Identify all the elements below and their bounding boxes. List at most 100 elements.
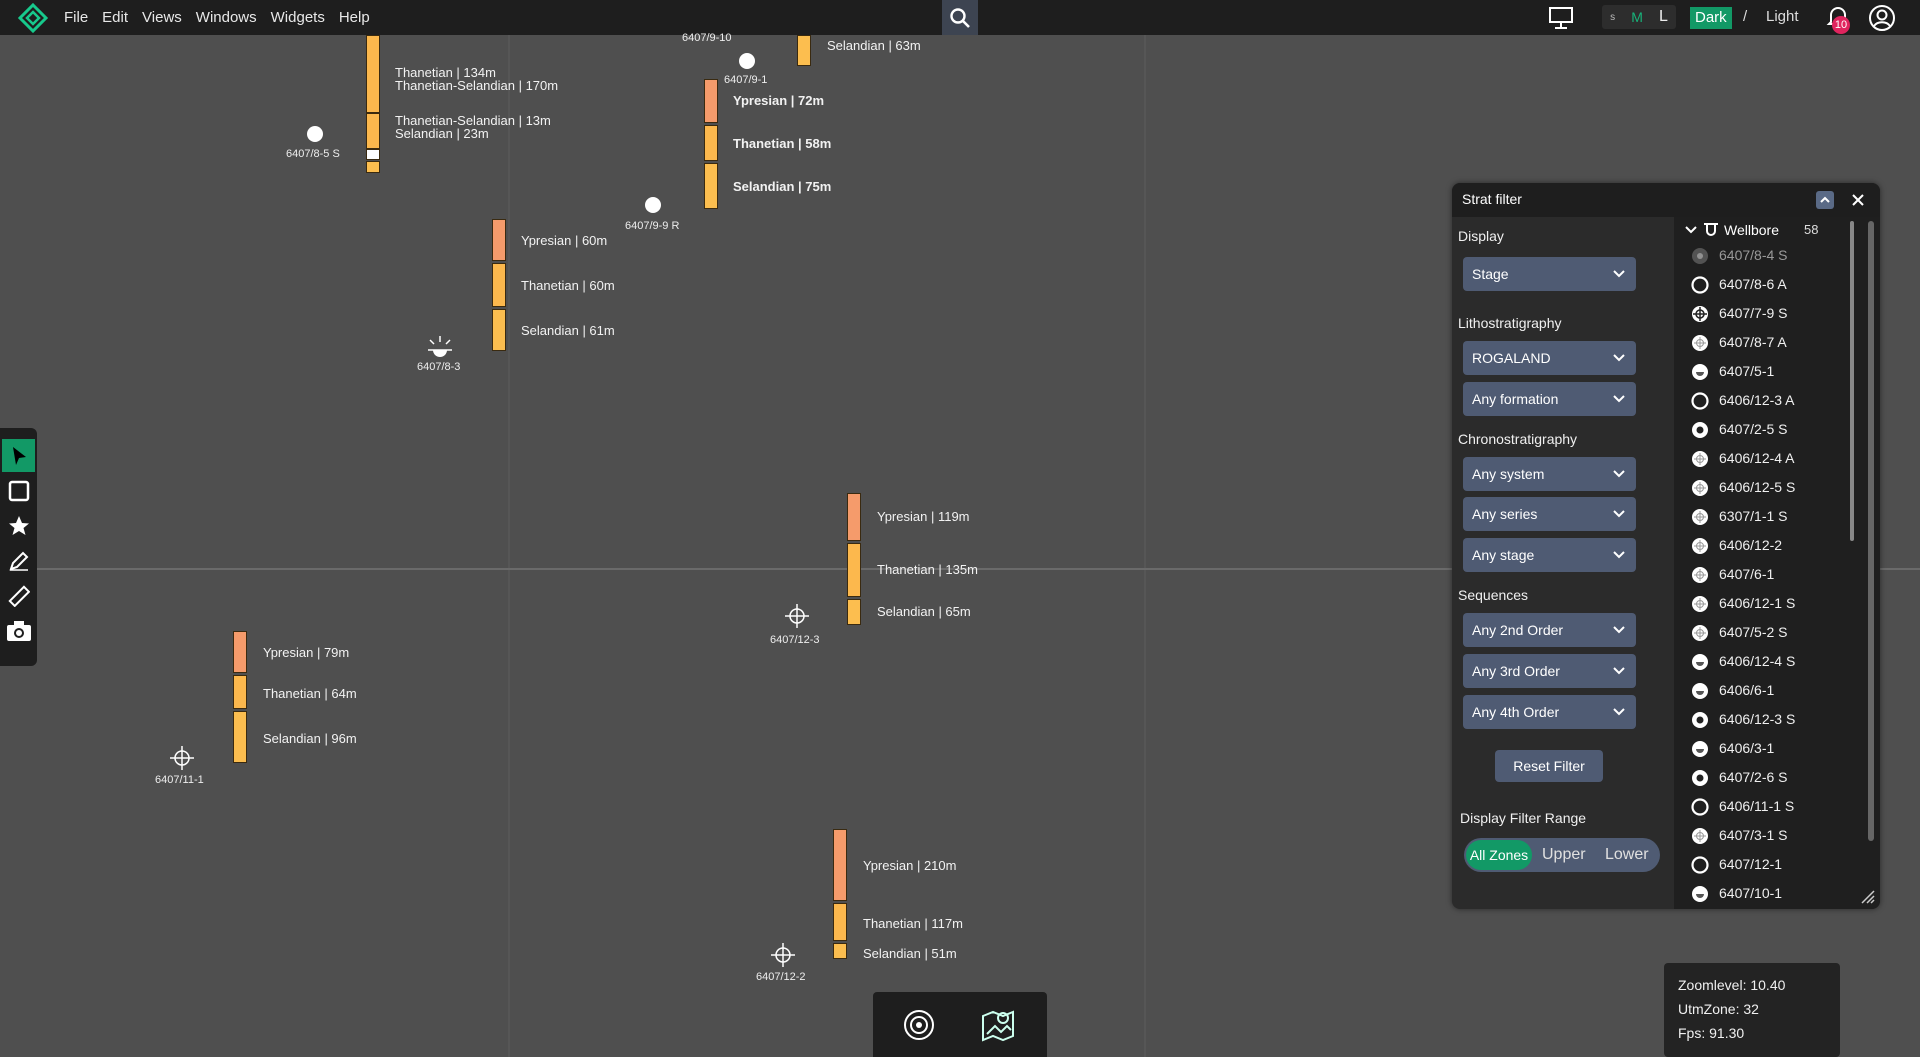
list-item[interactable]: 6407/5-2 S [1686,622,1846,644]
wellbore-list-header[interactable]: Wellbore 58 [1674,217,1844,243]
zone-bar-selandian[interactable] [366,161,380,173]
zone-bar-selandian[interactable] [704,163,718,209]
zone-bar-thanetian-selandian[interactable] [366,149,380,160]
well-symbol-gas-show[interactable] [426,334,454,362]
panel-header[interactable]: Strat filter [1452,183,1880,217]
zone-bar-thanetian[interactable] [366,35,380,113]
app-logo-icon[interactable] [18,3,48,33]
zone-bar-thanetian[interactable] [833,903,847,941]
theme-light-button[interactable]: Light [1766,8,1799,25]
rectangle-tool-button[interactable] [2,474,35,507]
chevron-down-icon [1613,708,1625,716]
well-symbol-oil[interactable] [737,51,757,71]
menu-widgets[interactable]: Widgets [270,9,325,26]
litho-formation-select[interactable]: Any formation [1463,382,1636,416]
list-item[interactable]: 6406/12-2 [1686,535,1846,557]
list-item[interactable]: 6307/1-1 S [1686,506,1846,528]
zone-bar-thanetian[interactable] [233,675,247,709]
well-symbol-dry[interactable] [783,602,811,630]
list-item[interactable]: 6406/12-3 S [1686,709,1846,731]
list-item[interactable]: 6407/2-5 S [1686,419,1846,441]
theme-dark-button[interactable]: Dark [1690,7,1732,29]
select-tool-button[interactable] [2,439,35,472]
list-item[interactable]: 6407/6-1 [1686,564,1846,586]
list-item[interactable]: 6406/12-3 A [1686,390,1846,412]
list-item[interactable]: 6407/2-6 S [1686,767,1846,789]
user-account-icon[interactable] [1868,4,1896,32]
menu-views[interactable]: Views [142,9,182,26]
menu-edit[interactable]: Edit [102,9,129,26]
range-upper-button[interactable]: Upper [1542,846,1586,863]
crosshair-icon [1692,625,1708,641]
list-item[interactable]: 6407/7-9 S [1686,303,1846,325]
measure-tool-button[interactable] [2,579,35,612]
resize-handle-icon[interactable] [1860,889,1876,905]
zone-bar-ypresian[interactable] [833,829,847,901]
zone-bar-ypresian[interactable] [492,219,506,261]
well-symbol-dry[interactable] [769,941,797,969]
close-button[interactable] [1849,191,1867,209]
seq-3rd-order-select[interactable]: Any 3rd Order [1463,654,1636,688]
display-select[interactable]: Stage [1463,257,1636,291]
range-all-zones-button[interactable]: All Zones [1466,840,1532,870]
menu-help[interactable]: Help [338,9,370,26]
zone-bar-ypresian[interactable] [847,493,861,541]
list-item[interactable]: 6407/12-1 [1686,854,1846,876]
zone-bar-selandian[interactable] [797,35,811,66]
chrono-series-select[interactable]: Any series [1463,497,1636,531]
menu-windows[interactable]: Windows [195,9,257,26]
list-item[interactable]: 6406/6-1 [1686,680,1846,702]
seq-4th-order-select[interactable]: Any 4th Order [1463,695,1636,729]
wellbore-list[interactable]: Wellbore 58 6407/8-4 S 6407/8-6 A 6407/7-9… [1674,217,1880,909]
zone-bar-selandian[interactable] [492,309,506,351]
panel-scrollbar[interactable] [1868,221,1874,841]
list-item[interactable]: 6407/5-1 [1686,361,1846,383]
list-item[interactable]: 6407/8-7 A [1686,332,1846,354]
zone-bar-ypresian[interactable] [704,79,718,123]
chrono-stage-select[interactable]: Any stage [1463,538,1636,572]
zone-bar-thanetian[interactable] [704,125,718,161]
gas-icon [1692,886,1708,902]
range-section-label: Display Filter Range [1460,810,1587,826]
list-item[interactable]: 6407/8-4 S [1686,245,1846,267]
seq-2nd-order-select[interactable]: Any 2nd Order [1463,613,1636,647]
well-symbol-oil[interactable] [305,124,325,144]
well-symbol-oil[interactable] [643,195,663,215]
screenshot-tool-button[interactable] [2,614,35,647]
zone-bar-thanetian[interactable] [492,263,506,307]
zone-bar-selandian[interactable] [833,943,847,959]
size-small-button[interactable]: s [1610,11,1616,23]
list-item[interactable]: 6406/3-1 [1686,738,1846,760]
list-item[interactable]: 6407/3-1 S [1686,825,1846,847]
list-item[interactable]: 6407/10-1 [1686,883,1846,905]
zone-bar-selandian[interactable] [233,711,247,763]
list-item[interactable]: 6407/8-6 A [1686,274,1846,296]
size-medium-button[interactable]: M [1631,9,1643,25]
list-item[interactable]: 6406/12-1 S [1686,593,1846,615]
favorite-tool-button[interactable] [2,509,35,542]
list-item[interactable]: 6406/12-4 S [1686,651,1846,673]
range-lower-button[interactable]: Lower [1605,846,1649,863]
zone-bar-thanetian[interactable] [847,543,861,597]
size-large-button[interactable]: L [1659,8,1668,25]
layer-settings-icon[interactable] [901,1008,937,1042]
collapse-button[interactable] [1816,191,1834,209]
reset-filter-button[interactable]: Reset Filter [1495,750,1603,782]
draw-tool-button[interactable] [2,544,35,577]
list-item[interactable]: 6406/12-4 A [1686,448,1846,470]
zone-bar-ypresian[interactable] [233,631,247,673]
wellbore-scrollbar[interactable] [1850,221,1854,541]
list-item[interactable]: 6406/12-5 S [1686,477,1846,499]
list-item[interactable]: 6406/11-1 S [1686,796,1846,818]
search-button[interactable] [942,0,978,35]
menu-file[interactable]: File [64,9,89,26]
zone-bar-thanetian-selandian[interactable] [366,113,380,149]
map-view-icon[interactable] [981,1006,1015,1042]
zone-bar-selandian[interactable] [847,599,861,625]
presentation-icon[interactable] [1548,6,1574,30]
well-symbol-dry[interactable] [168,744,196,772]
chrono-system-select[interactable]: Any system [1463,457,1636,491]
litho-group-select[interactable]: ROGALAND [1463,341,1636,375]
map-canvas[interactable]: 6407/8-5 S 6407/9-10 6407/9-1 6407/9-9 R… [0,32,1920,1057]
zone-label: Selandian | 75m [733,179,832,194]
